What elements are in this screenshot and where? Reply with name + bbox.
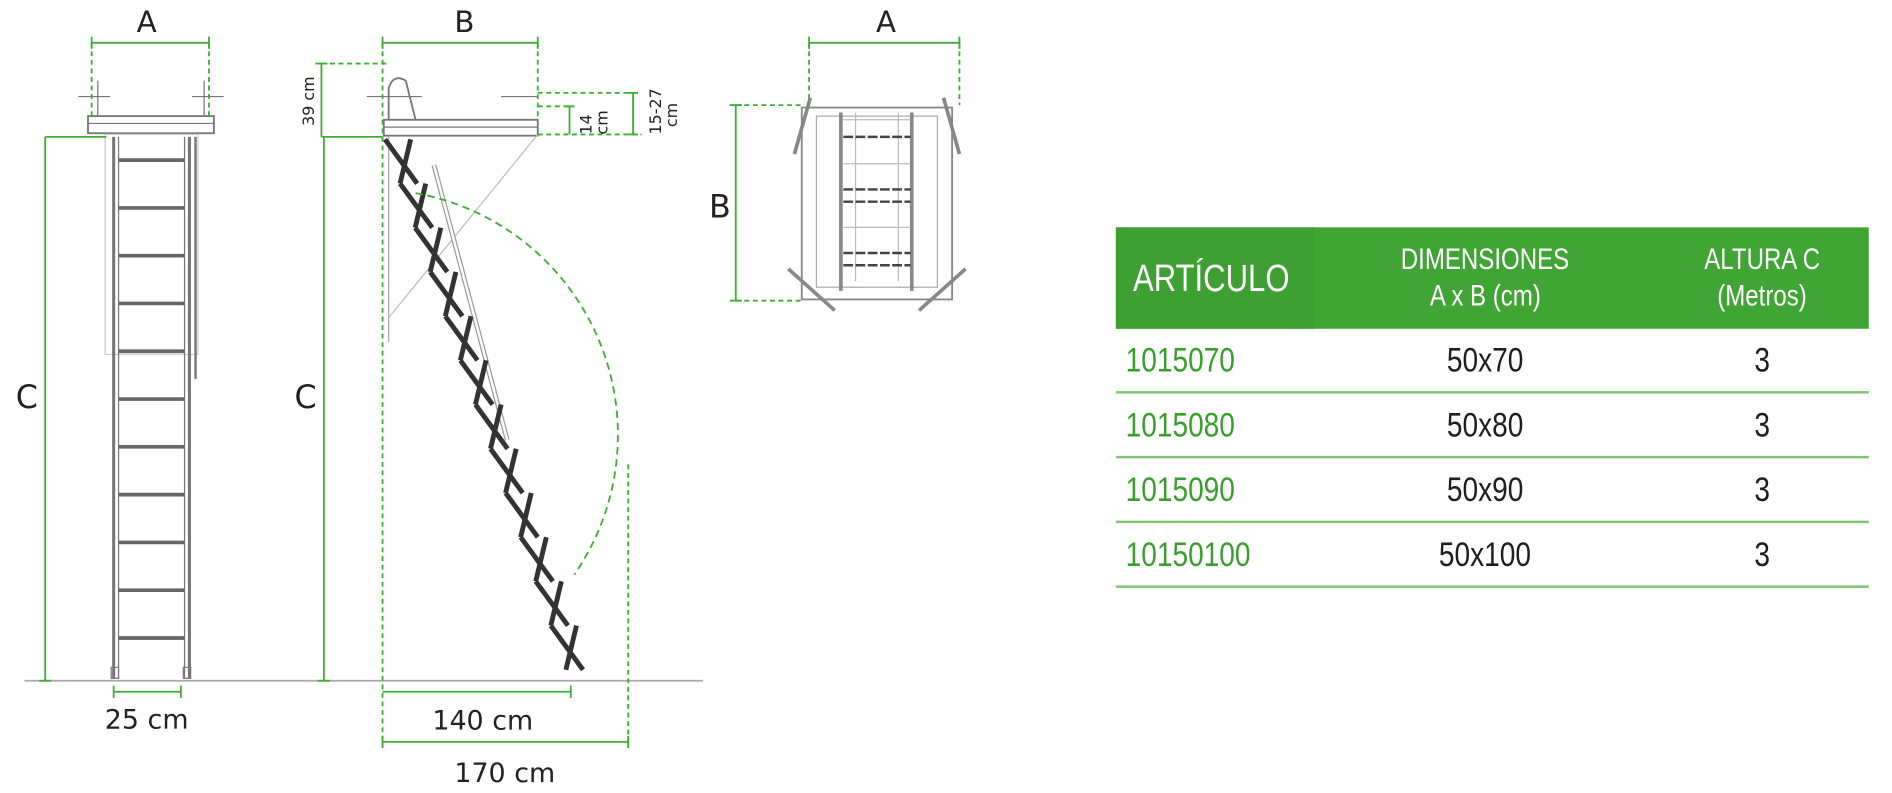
header-dimensions-line2: A x B (cm) — [1429, 279, 1541, 313]
header-article: ARTÍCULO — [1115, 227, 1314, 329]
dimensions-cell: 50x100 — [1438, 534, 1532, 573]
models-table: ARTÍCULO DIMENSIONES A x B (cm) ALTURA C… — [1115, 227, 1869, 588]
scissor-link — [533, 579, 570, 628]
scissor-link — [383, 137, 420, 185]
side-height-label: C — [294, 380, 316, 416]
scissor-link — [428, 270, 465, 318]
top-width-label: A — [876, 5, 896, 39]
article-cell: 1015080 — [1125, 405, 1235, 444]
rung-width-label: 25 cm — [105, 704, 189, 735]
article-cell: 10150100 — [1125, 534, 1251, 573]
ceiling-thickness-unit: cm — [662, 103, 681, 127]
dimensions-cell: 50x80 — [1446, 405, 1524, 444]
top-depth-label: B — [709, 190, 731, 226]
height-cell: 3 — [1754, 340, 1771, 379]
side-view-dimensions — [315, 36, 642, 748]
table-row: 1015090 50x90 3 — [1115, 458, 1869, 524]
header-dimensions: DIMENSIONES A x B (cm) — [1314, 227, 1656, 328]
footprint-label: 140 cm — [432, 706, 533, 737]
side-view-ladder — [366, 77, 585, 672]
article-cell: 1015090 — [1125, 469, 1235, 508]
dimensions-cell: 50x90 — [1446, 469, 1524, 508]
table-header: ARTÍCULO DIMENSIONES A x B (cm) ALTURA C… — [1115, 227, 1869, 329]
height-cell: 3 — [1754, 534, 1771, 573]
scissor-link — [488, 447, 525, 495]
top-view-hatch — [787, 97, 967, 312]
table-row: 10150100 50x100 3 — [1115, 523, 1869, 588]
front-height-label: C — [16, 380, 38, 416]
scissor-link — [503, 491, 540, 539]
dimensions-cell: 50x70 — [1446, 340, 1524, 379]
swing-label: 170 cm — [454, 758, 555, 789]
header-height: ALTURA C (Metros) — [1656, 227, 1869, 328]
table-row: 1015080 50x80 3 — [1115, 394, 1869, 459]
scissor-link — [458, 358, 495, 406]
height-cell: 3 — [1754, 405, 1771, 444]
header-height-line1: ALTURA C — [1704, 242, 1821, 276]
height-cell: 3 — [1754, 469, 1771, 508]
header-height-line2: (Metros) — [1717, 279, 1808, 313]
frame-height-label: 14 — [577, 114, 596, 134]
scissor-link — [443, 314, 480, 362]
scissor-link — [548, 624, 585, 672]
frame-height-unit: cm — [592, 110, 611, 134]
scissor-link — [473, 403, 510, 451]
top-view-dimensions — [729, 36, 961, 302]
scissor-link — [518, 535, 555, 583]
article-cell: 1015070 — [1125, 340, 1235, 379]
scissor-link — [413, 226, 450, 274]
scissor-link — [398, 182, 435, 230]
table-row: 1015070 50x70 3 — [1115, 329, 1869, 394]
header-dimensions-line1: DIMENSIONES — [1400, 242, 1570, 276]
front-view-dimensions — [39, 36, 210, 698]
header-article-text: ARTÍCULO — [1132, 256, 1290, 299]
side-depth-label: B — [454, 5, 474, 39]
front-view-ladder — [78, 80, 224, 679]
front-width-label: A — [137, 5, 157, 39]
top-height-label: 39 cm — [299, 76, 318, 125]
ceiling-thickness-label: 15-27 — [646, 88, 665, 134]
